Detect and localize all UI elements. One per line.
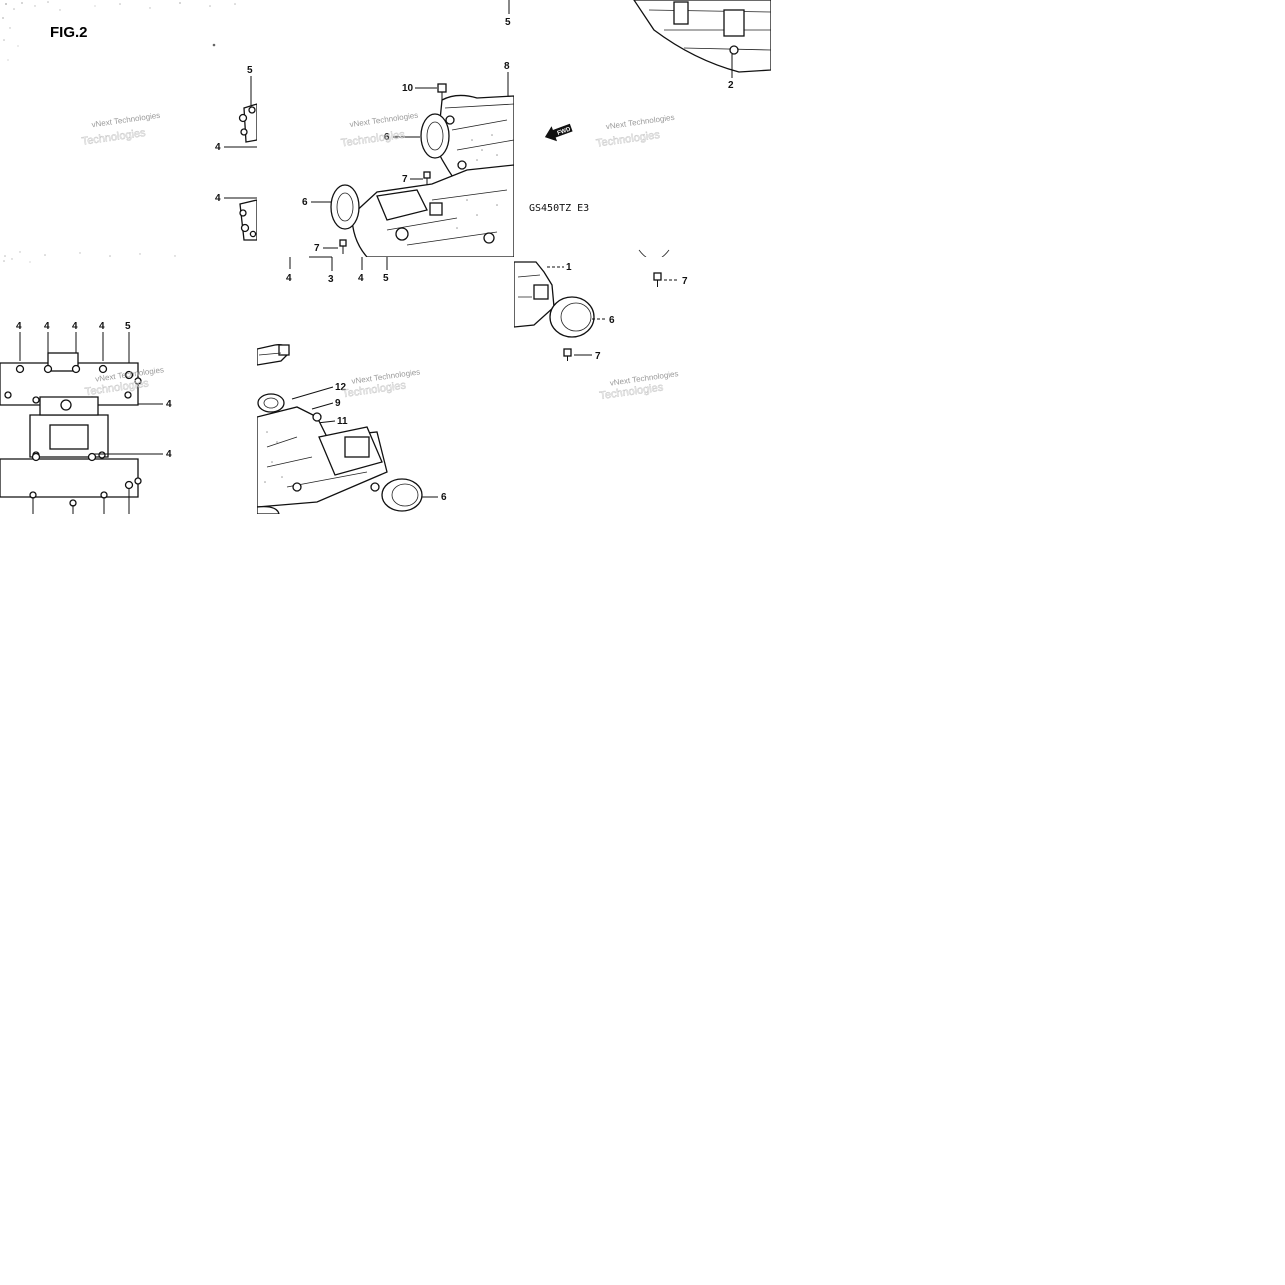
callout-label: 4: [44, 321, 50, 332]
tile-top-middle: 5 8 10 6 7: [257, 0, 514, 257]
tile-top-middle-labels: 4 3 4 5: [257, 257, 514, 287]
cam-cover-upper: [420, 94, 514, 191]
svg-text:vNext Technologies: vNext Technologies: [605, 113, 675, 132]
watermark: vNext Technologies Technologies: [340, 111, 419, 150]
cam-cover-lower: [330, 164, 514, 257]
figure-label: FIG.2: [50, 24, 88, 41]
end-housing: [514, 261, 555, 328]
callout-label: 10: [402, 83, 414, 94]
fwd-arrow-icon: FWD: [544, 123, 573, 142]
svg-text:Technologies: Technologies: [340, 129, 406, 150]
callout-label: 5: [383, 273, 389, 284]
cam-cover-plate-bottom: [0, 452, 142, 514]
breather-hose: [257, 344, 290, 366]
bracket-fragment: [238, 103, 257, 143]
callout-label: 1: [566, 262, 572, 273]
svg-text:vNext Technologies: vNext Technologies: [91, 111, 161, 130]
callout-label: 7: [595, 351, 601, 362]
scan-noise: [2, 1, 236, 61]
callout-label: 6: [609, 315, 615, 326]
callout-label: 7: [682, 276, 688, 287]
callout-label: 7: [402, 174, 408, 185]
svg-text:Technologies: Technologies: [595, 129, 661, 150]
end-cap: [381, 478, 423, 512]
callout-label: 7: [314, 243, 320, 254]
callout-label: 6: [384, 132, 390, 143]
svg-text:Technologies: Technologies: [81, 127, 147, 148]
model-code: GS450TZ E3: [529, 203, 589, 214]
end-cap: [549, 296, 595, 338]
cam-cover-assembly: [257, 393, 388, 514]
callout-label: 4: [286, 273, 292, 284]
tile-top-right: 2 FWD GS450TZ E3 vNext Technologies Tech…: [514, 0, 771, 257]
callout-label: 5: [125, 321, 131, 332]
callout-label: 8: [504, 61, 510, 72]
callout-label: 5: [247, 65, 253, 76]
callout-label: 4: [166, 449, 172, 460]
callout-label: 4: [166, 399, 172, 410]
bolt-icon: [563, 348, 572, 361]
svg-text:FWD: FWD: [557, 126, 573, 137]
callout-label: 4: [72, 321, 78, 332]
cylinder-head-cover: [633, 0, 771, 73]
callout-label: 4: [215, 142, 221, 153]
callout-label: 4: [99, 321, 105, 332]
watermark: vNext Technologies Technologies: [81, 111, 161, 148]
callout-label: 2: [728, 80, 734, 91]
tile-bottom-middle: 12 9 11: [257, 257, 514, 514]
bolt-icon: [653, 272, 662, 287]
callout-label: 9: [335, 398, 341, 409]
callout-label: 5: [505, 17, 511, 28]
callout-label: 11: [337, 416, 348, 427]
callout-label: 4: [358, 273, 364, 284]
tile-top-left: FIG.2 5 4 4: [0, 0, 257, 257]
callout-label: 6: [302, 197, 308, 208]
bolt-icon: [339, 239, 347, 254]
tile-bottom-left: 4 4 4 4 5 4: [0, 257, 257, 514]
watermark: vNext Technologies Technologies: [598, 369, 679, 402]
tile-bottom-right: 7 1 6 7: [514, 257, 771, 514]
cam-cover-plate-top: [0, 352, 142, 406]
callout-label: 6: [441, 492, 447, 503]
svg-text:vNext Technologies: vNext Technologies: [349, 111, 419, 130]
callout-label: 3: [328, 274, 334, 285]
callout-label: 4: [215, 193, 221, 204]
cam-cover-plate-middle: [29, 396, 109, 459]
callout-label: 4: [16, 321, 22, 332]
watermark: vNext Technologies Technologies: [595, 113, 675, 150]
watermark: vNext Technologies Technologies: [341, 367, 421, 400]
callout-label: 12: [335, 382, 347, 393]
bracket-fragment: [239, 199, 257, 241]
